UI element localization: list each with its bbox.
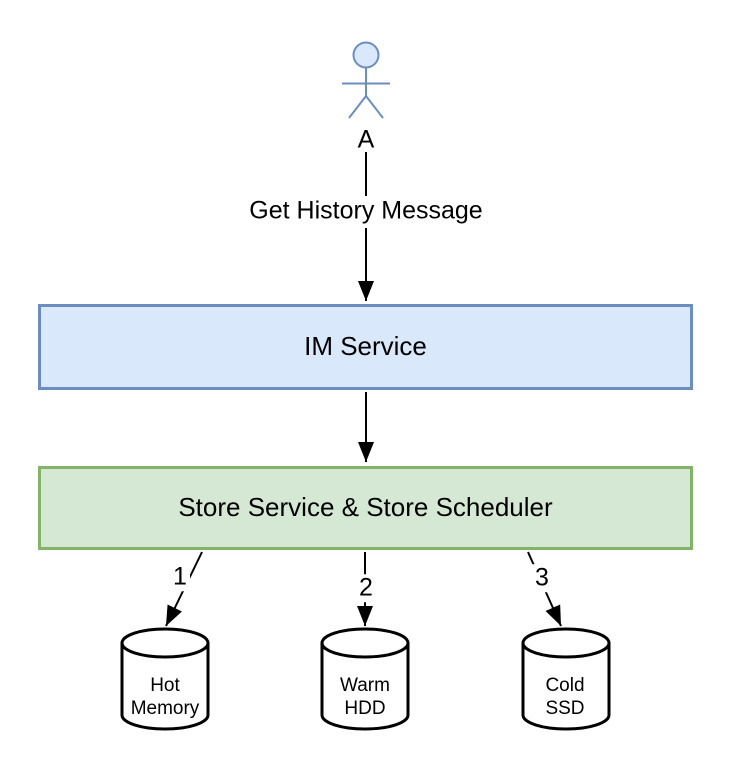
cylinder-warm-hdd bbox=[320, 627, 410, 731]
cylinder-cold-ssd-label: Cold SSD bbox=[505, 674, 625, 720]
node-im-service-label: IM Service bbox=[304, 331, 427, 362]
cylinder-hot-memory bbox=[120, 627, 210, 731]
actor-name-label: A bbox=[357, 125, 375, 154]
cylinder-hot-memory-label-line1: Hot bbox=[150, 675, 180, 696]
cylinder-warm-hdd-label: Warm HDD bbox=[305, 674, 425, 720]
actor-icon bbox=[342, 41, 390, 119]
cylinder-hot-memory-label-line2: Memory bbox=[130, 698, 200, 719]
edge-label-get-history-message: Get History Message bbox=[246, 197, 486, 225]
cylinder-cold-ssd-label-line2: SSD bbox=[545, 698, 585, 719]
node-im-service: IM Service bbox=[38, 304, 693, 390]
cylinder-hot-memory-label: Hot Memory bbox=[105, 674, 225, 720]
edge-label-1: 1 bbox=[170, 563, 190, 591]
node-store-service-label: Store Service & Store Scheduler bbox=[178, 492, 553, 523]
cylinder-cold-ssd bbox=[521, 627, 611, 731]
cylinder-cold-ssd-label-line1: Cold bbox=[545, 675, 585, 696]
edge-label-3: 3 bbox=[532, 564, 552, 592]
cylinder-warm-hdd-label-line2: HDD bbox=[344, 698, 386, 719]
node-store-service: Store Service & Store Scheduler bbox=[38, 466, 693, 550]
cylinder-warm-hdd-label-line1: Warm bbox=[340, 675, 390, 696]
edge-label-2: 2 bbox=[356, 574, 376, 602]
